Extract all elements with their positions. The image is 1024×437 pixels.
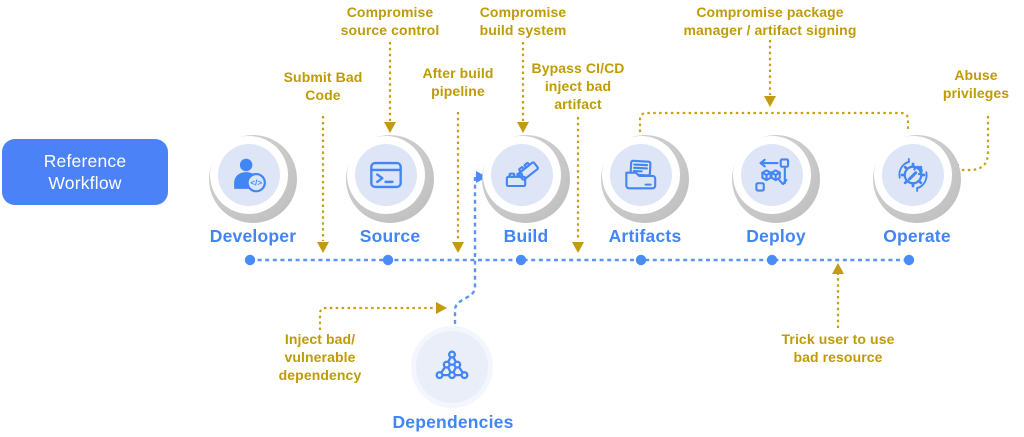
threat-submit-bad-code: Submit Bad Code [283,69,363,103]
bracket-artifacts-operate [638,111,910,132]
threat-trick-user: Trick user to use bad resource [781,331,895,365]
threat-abuse-privileges: Abuse privileges [942,67,1010,101]
reference-workflow-label: Reference Workflow [2,139,168,205]
node-face [874,136,952,214]
node-face [602,136,680,214]
deploy-boxes-icon [755,158,790,192]
threat-after-build-pipeline: After build pipeline [422,65,494,99]
source-terminal-icon [370,161,402,189]
node-developer: </> Developer [209,135,297,246]
node-dependencies [416,331,488,403]
node-face [483,136,561,214]
timeline [250,177,909,331]
node-label: Deploy [746,226,806,246]
node-source: Source [346,135,434,246]
node-artifacts: Artifacts [601,135,689,246]
threat-compromise-build-system: Compromise build system [479,4,567,38]
build-bricks-icon [505,161,539,188]
node-face [733,136,811,214]
node-label: Operate [883,226,951,246]
dependencies-network-icon [435,350,469,380]
threat-inject-bad-dependency: Inject bad/ vulnerable dependency [278,331,362,383]
threat-compromise-package-manager: Compromise package manager / artifact si… [683,4,857,38]
node-build: Build [482,135,570,246]
arrow-inject-dependency [318,306,436,330]
node-label: Artifacts [608,226,682,246]
node-label: Source [359,226,421,246]
threat-bypass-cicd-inject: Bypass CI/CD inject bad artifact [531,60,625,112]
node-label: Build [503,226,549,246]
reference-line1: Reference [43,151,127,171]
artifacts-folder-icon [625,159,657,190]
node-label-dependencies: Dependencies [392,412,514,432]
node-face [347,136,425,214]
operate-gear-wrench-icon [898,158,928,192]
timeline-dots [244,171,915,266]
developer-icon: </> [234,158,266,193]
svg-text:</>: </> [250,179,262,188]
blue-arrowhead-into-build [476,171,487,183]
arrow-abuse-privileges [960,116,990,172]
node-label: Developer [209,226,297,246]
reference-line2: Workflow [48,173,122,193]
node-operate: Operate [873,135,961,246]
dependencies-connector [453,177,477,331]
node-face: </> [210,136,288,214]
node-deploy: Deploy [732,135,820,246]
threat-compromise-source-control: Compromise source control [340,4,440,38]
